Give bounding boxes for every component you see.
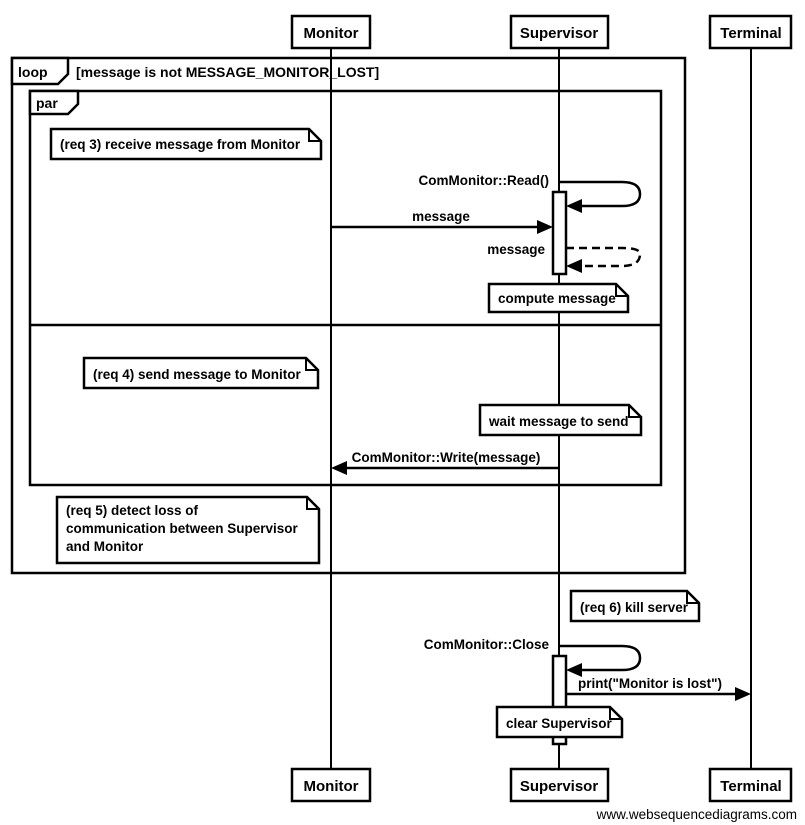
loop-fragment-operator: loop — [18, 64, 48, 80]
msg-print-monitor-lost-arrowhead — [735, 687, 751, 701]
loop-fragment-tab — [10, 56, 70, 86]
msg-print-monitor-lost: print("Monitor is lost") — [566, 676, 751, 701]
msg-commonitor-read-label: ComMonitor::Read() — [419, 173, 549, 188]
note-req5-line-2: and Monitor — [66, 539, 144, 554]
msg-commonitor-close-label: ComMonitor::Close — [424, 637, 550, 652]
actor-header-terminal-box[interactable] — [708, 14, 793, 50]
watermark-text: www.websequencediagrams.com — [596, 807, 797, 822]
actor-footer-supervisor-box[interactable] — [509, 767, 610, 803]
actor-footer-terminal-label: Terminal — [720, 778, 781, 795]
note-req3-line-0: (req 3) receive message from Monitor — [60, 137, 301, 152]
note-req5-shape — [55, 495, 321, 565]
actor-header-monitor-box[interactable] — [290, 14, 372, 50]
loop-fragment-box — [10, 56, 687, 575]
note-wait-message: wait message to send — [478, 403, 643, 437]
note-req3-fold — [308, 129, 321, 142]
note-req5-fold — [306, 497, 319, 510]
note-req4-fold — [305, 358, 318, 371]
actor-footer-terminal-box[interactable] — [708, 767, 793, 803]
note-req6-fold — [686, 591, 699, 604]
actor-header-terminal-label: Terminal — [720, 25, 781, 42]
msg-commonitor-close-arrowhead — [566, 663, 582, 677]
note-req5-line-0: (req 5) detect loss of — [66, 503, 199, 518]
note-wait-message-fold — [628, 405, 641, 418]
actor-footers: Monitor Supervisor Terminal — [290, 767, 793, 803]
msg-message-in-label: message — [412, 209, 470, 224]
msg-commonitor-read: ComMonitor::Read() — [419, 173, 642, 213]
note-clear-supervisor-line-0: clear Supervisor — [506, 716, 613, 731]
msg-commonitor-close-line — [559, 644, 642, 672]
loop-fragment-condition: [message is not MESSAGE_MONITOR_LOST] — [76, 64, 379, 80]
note-req5-line-1: communication between Supervisor — [66, 521, 299, 536]
note-compute-message: compute message — [487, 282, 630, 314]
note-req3: (req 3) receive message from Monitor — [49, 127, 323, 161]
actor-footer-monitor-label: Monitor — [304, 778, 359, 795]
actor-header-terminal[interactable]: Terminal — [708, 14, 793, 50]
actor-footer-supervisor-label: Supervisor — [520, 778, 599, 795]
msg-commonitor-write-arrowhead — [331, 461, 347, 475]
actor-footer-terminal[interactable]: Terminal — [708, 767, 793, 803]
actor-header-supervisor-box[interactable] — [509, 14, 610, 50]
note-compute-message-line-0: compute message — [498, 291, 616, 306]
note-req3-shape — [49, 127, 323, 161]
note-req6: (req 6) kill server — [569, 589, 701, 623]
actor-headers: Monitor Supervisor Terminal — [290, 14, 793, 50]
msg-message-in-arrowhead — [537, 220, 553, 234]
msg-message-return-label: message — [487, 242, 545, 257]
actor-header-monitor[interactable]: Monitor — [290, 14, 372, 50]
msg-commonitor-write: ComMonitor::Write(message) — [331, 450, 559, 475]
msg-message-return-line — [566, 246, 642, 268]
actor-header-supervisor-label: Supervisor — [520, 25, 599, 42]
msg-commonitor-close: ComMonitor::Close — [424, 637, 642, 677]
actor-footer-supervisor[interactable]: Supervisor — [509, 767, 610, 803]
note-req5: (req 5) detect loss of communication bet… — [55, 495, 321, 565]
note-wait-message-line-0: wait message to send — [488, 414, 629, 429]
msg-message-in: message — [331, 209, 553, 234]
note-clear-supervisor-shape — [495, 705, 624, 739]
note-clear-supervisor: clear Supervisor — [495, 705, 624, 739]
actor-header-monitor-label: Monitor — [304, 25, 359, 42]
actor-footer-monitor-box[interactable] — [290, 767, 372, 803]
note-req4: (req 4) send message to Monitor — [82, 356, 320, 390]
note-clear-supervisor-fold — [609, 707, 622, 720]
note-compute-message-shape — [487, 282, 630, 314]
note-compute-message-fold — [615, 284, 628, 297]
actor-header-supervisor[interactable]: Supervisor — [509, 14, 610, 50]
actor-footer-monitor[interactable]: Monitor — [290, 767, 372, 803]
loop-fragment: loop [message is not MESSAGE_MONITOR_LOS… — [10, 56, 687, 575]
par-fragment-tab — [28, 89, 80, 116]
msg-commonitor-write-label: ComMonitor::Write(message) — [352, 450, 541, 465]
par-fragment-box — [28, 89, 663, 487]
note-req4-shape — [82, 356, 320, 390]
par-fragment-operator: par — [36, 95, 58, 111]
msg-print-monitor-lost-label: print("Monitor is lost") — [578, 676, 722, 691]
msg-message-return-arrowhead — [566, 259, 582, 273]
note-req4-line-0: (req 4) send message to Monitor — [93, 367, 302, 382]
msg-message-return: message — [487, 242, 642, 273]
par-fragment: par — [28, 89, 663, 487]
activation-supervisor-read — [551, 190, 568, 276]
note-wait-message-shape — [478, 403, 643, 437]
note-req6-line-0: (req 6) kill server — [580, 600, 689, 615]
msg-commonitor-read-line — [559, 180, 642, 208]
note-req6-shape — [569, 589, 701, 623]
msg-commonitor-read-arrowhead — [566, 199, 582, 213]
